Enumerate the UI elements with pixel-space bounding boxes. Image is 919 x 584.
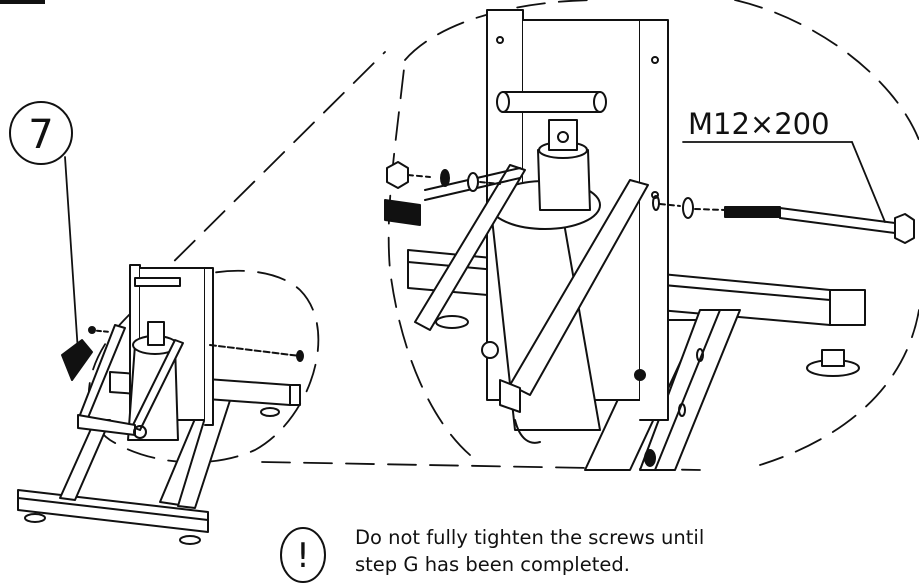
overview-view bbox=[17, 264, 304, 545]
zoom-detail-circle bbox=[387, 0, 919, 466]
note-line-2: step G has been completed. bbox=[355, 553, 630, 576]
assembly-note: Do not fully tighten the screws until st… bbox=[355, 524, 815, 578]
note-line-1: Do not fully tighten the screws until bbox=[355, 526, 705, 549]
warning-icon: ! bbox=[280, 527, 326, 583]
part-label: M12×200 bbox=[688, 107, 830, 141]
bolt-assembly bbox=[386, 161, 915, 244]
step-number: 7 bbox=[28, 112, 53, 158]
corner-marker bbox=[0, 0, 45, 4]
step-number-badge: 7 bbox=[9, 101, 79, 353]
detail-view: M12×200 bbox=[384, 9, 915, 471]
part-callout: M12×200 bbox=[682, 107, 886, 223]
warning-symbol: ! bbox=[296, 536, 310, 576]
